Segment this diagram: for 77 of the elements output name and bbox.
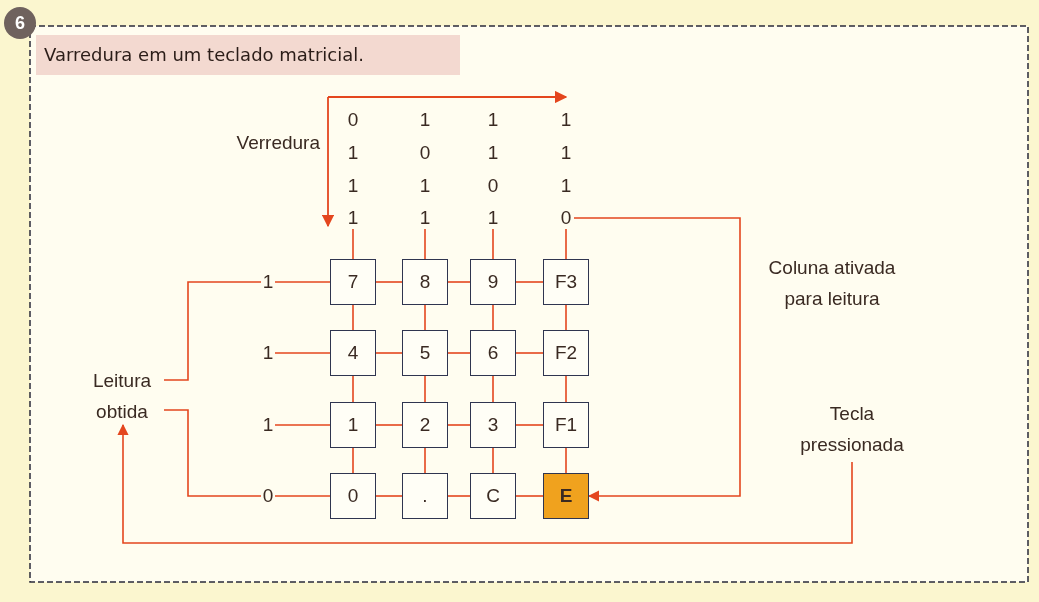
caption-text: Tecla pressionada — [782, 398, 922, 462]
connector-line — [274, 352, 331, 354]
connector-line — [492, 447, 494, 474]
key-box: . — [402, 473, 448, 519]
connector-line — [424, 228, 426, 260]
key-box: E — [543, 473, 589, 519]
key-box: 6 — [470, 330, 516, 376]
arrow — [573, 217, 741, 502]
connector-line — [375, 352, 403, 354]
connector-line — [447, 281, 471, 283]
connector-line — [274, 495, 331, 497]
connector-line — [274, 281, 331, 283]
key-box: 7 — [330, 259, 376, 305]
connector-line — [447, 424, 471, 426]
bit-value: 1 — [485, 207, 501, 229]
connector-line — [565, 375, 567, 403]
bit-value: 1 — [261, 342, 275, 364]
bit-value: 1 — [486, 142, 500, 164]
connector-line — [492, 304, 494, 331]
connector-line — [274, 424, 331, 426]
number-badge: 6 — [4, 7, 36, 39]
key-box: 3 — [470, 402, 516, 448]
key-box: F1 — [543, 402, 589, 448]
connector-line — [447, 495, 471, 497]
key-box: C — [470, 473, 516, 519]
bit-value: 1 — [486, 109, 500, 131]
connector-line — [565, 447, 567, 474]
connector-line — [424, 447, 426, 474]
connector-line — [424, 304, 426, 331]
key-box: 8 — [402, 259, 448, 305]
connector-line — [375, 495, 403, 497]
key-box: 9 — [470, 259, 516, 305]
key-box: 2 — [402, 402, 448, 448]
bit-value: 0 — [486, 175, 500, 197]
bit-value: 1 — [559, 109, 573, 131]
connector-line — [492, 375, 494, 403]
key-box: F3 — [543, 259, 589, 305]
key-box: 5 — [402, 330, 448, 376]
connector-line — [163, 409, 262, 497]
bit-value: 0 — [346, 109, 360, 131]
key-box: 4 — [330, 330, 376, 376]
bit-value: 1 — [346, 142, 360, 164]
bit-value: 1 — [346, 175, 360, 197]
connector-line — [515, 281, 544, 283]
key-box: 0 — [330, 473, 376, 519]
bit-value: 0 — [261, 485, 275, 507]
connector-line — [515, 424, 544, 426]
connector-line — [492, 228, 494, 260]
connector-line — [565, 304, 567, 331]
bit-value: 1 — [345, 207, 361, 229]
bit-value: 1 — [559, 142, 573, 164]
bit-value: 1 — [559, 175, 573, 197]
connector-line — [515, 352, 544, 354]
bit-value: 1 — [418, 175, 432, 197]
title-banner: Varredura em um teclado matricial. — [36, 35, 460, 75]
connector-line — [352, 304, 354, 331]
connector-line — [447, 352, 471, 354]
bit-value: 0 — [418, 142, 432, 164]
bit-value: 1 — [261, 414, 275, 436]
key-box: 1 — [330, 402, 376, 448]
connector-line — [565, 228, 567, 260]
connector-line — [352, 375, 354, 403]
connector-line — [352, 447, 354, 474]
arrow — [117, 423, 853, 544]
connector-line — [424, 375, 426, 403]
connector-line — [375, 424, 403, 426]
bit-value: 0 — [558, 207, 574, 229]
connector-line — [352, 228, 354, 260]
bit-value: 1 — [261, 271, 275, 293]
connector-line — [375, 281, 403, 283]
label-text: Verredura — [235, 132, 320, 154]
bit-value: 1 — [417, 207, 433, 229]
connector-line — [515, 495, 544, 497]
key-box: F2 — [543, 330, 589, 376]
caption-text: Leitura obtida — [80, 365, 164, 425]
connector-line — [163, 281, 262, 381]
bit-value: 1 — [418, 109, 432, 131]
